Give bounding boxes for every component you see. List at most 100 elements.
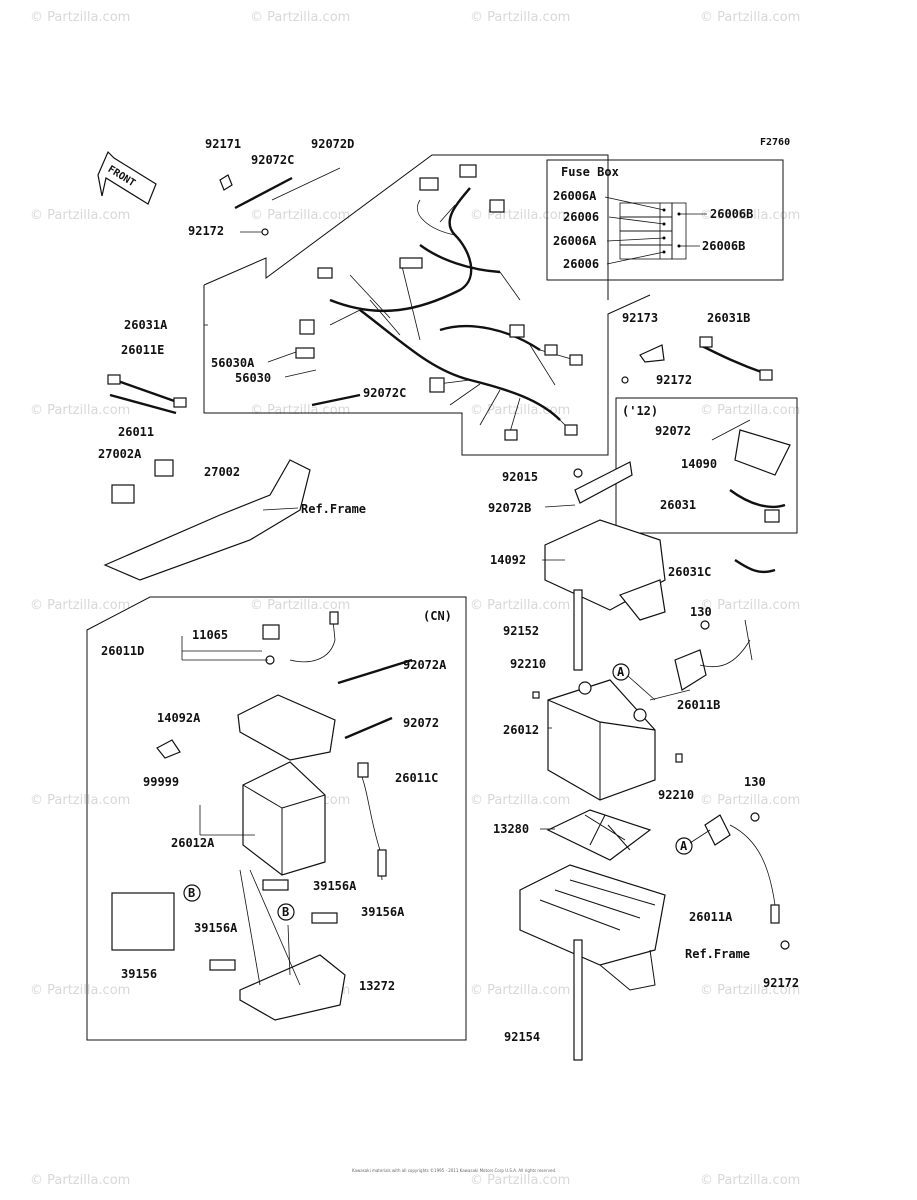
- label-99999: [156, 739, 181, 759]
- fuse-box-title: Fuse Box: [561, 165, 619, 179]
- label-39156: [111, 892, 175, 951]
- clip-92171: [219, 174, 233, 191]
- part-label: 92072: [655, 424, 692, 438]
- part-label: 26012: [503, 723, 540, 737]
- watermark: © Partzilla.com: [30, 208, 131, 223]
- watermark: © Partzilla.com: [470, 10, 571, 25]
- bolt-92152: [573, 589, 583, 671]
- pad-39156A-b: [311, 912, 338, 924]
- watermark: © Partzilla.com: [30, 793, 131, 808]
- sub-harness-26031: [729, 489, 786, 509]
- watermark: © Partzilla.com: [700, 208, 801, 223]
- part-label: 26031A: [124, 318, 168, 332]
- clip-92173: [639, 344, 665, 363]
- ref-circle-B: [183, 884, 201, 902]
- band-92072C-b: [311, 393, 361, 407]
- cover-26011B: [674, 649, 707, 691]
- part-label: 39156A: [194, 921, 238, 935]
- pad-39156A-a: [262, 879, 289, 891]
- fuse-label: 26006: [563, 210, 600, 224]
- ref-letter: A: [617, 665, 625, 679]
- watermark: © Partzilla.com: [700, 598, 801, 613]
- pad-13280: [546, 809, 652, 861]
- part-label: 92210: [510, 657, 547, 671]
- part-label: 92210: [658, 788, 695, 802]
- part-label: Ref.Frame: [685, 947, 751, 961]
- part-label: 26011E: [121, 343, 165, 357]
- main-wiring-harness: [299, 164, 583, 441]
- band-92072C: [234, 176, 293, 210]
- part-label: 130: [744, 775, 766, 789]
- part-label: 92072: [403, 716, 440, 730]
- fuse-block: [604, 196, 707, 265]
- part-label: 26011B: [677, 698, 721, 712]
- part-label: 14092: [490, 553, 527, 567]
- watermark: © Partzilla.com: [700, 403, 801, 418]
- ref-circle-B: [277, 903, 295, 921]
- watermark: © Partzilla.com: [30, 1173, 131, 1188]
- watermark: © Partzilla.com: [30, 10, 131, 25]
- part-label: 92172: [188, 224, 225, 238]
- year-12-box: [615, 397, 798, 534]
- part-label: 27002: [204, 465, 241, 479]
- tray-13272: [239, 954, 346, 1021]
- part-label: 130: [690, 605, 712, 619]
- battery-26012: [547, 679, 656, 801]
- part-label: 26011D: [101, 644, 145, 658]
- part-label: 26011A: [689, 910, 733, 924]
- sub-harness-26031C: [734, 559, 776, 574]
- part-label: 92015: [502, 470, 539, 484]
- frame-section: [103, 459, 311, 581]
- relay-27002A: [111, 484, 135, 504]
- watermark: © Partzilla.com: [470, 1173, 571, 1188]
- ref-letter: B: [188, 886, 196, 900]
- ref-letter: B: [282, 905, 290, 919]
- part-label: 26011C: [395, 771, 439, 785]
- band-92072D: [271, 167, 341, 201]
- watermark: © Partzilla.com: [700, 10, 801, 25]
- bracket-56030A: [295, 347, 315, 359]
- part-label: 92072D: [311, 137, 355, 151]
- bolt-92154: [573, 939, 583, 1061]
- cover-26011A: [704, 814, 731, 846]
- part-11065: [262, 624, 280, 640]
- part-label: 11065: [192, 628, 229, 642]
- part-label: 92154: [504, 1030, 541, 1044]
- band-92072B: [574, 461, 633, 504]
- watermark: © Partzilla.com: [700, 793, 801, 808]
- part-label: 26031B: [707, 311, 751, 325]
- part-label: 92072C: [251, 153, 295, 167]
- watermark: © Partzilla.com: [250, 403, 351, 418]
- part-label: 14092A: [157, 711, 201, 725]
- part-label: 92072A: [403, 658, 447, 672]
- part-label: 99999: [143, 775, 180, 789]
- part-label: 26031: [660, 498, 697, 512]
- ref-circle-A: [675, 837, 693, 855]
- fuse-label: 26006A: [553, 234, 597, 248]
- part-label: 92172: [656, 373, 693, 387]
- part-label: 26031C: [668, 565, 712, 579]
- harness-outline-top: [203, 154, 609, 300]
- part-label: ('12): [622, 404, 659, 418]
- bolt-92172: [261, 228, 269, 236]
- part-label: 26011: [118, 425, 155, 439]
- part-label: Ref.Frame: [301, 502, 367, 516]
- watermark: © Partzilla.com: [250, 598, 351, 613]
- part-label: 39156A: [361, 905, 405, 919]
- watermark: © Partzilla.com: [30, 403, 131, 418]
- part-label: 27002A: [98, 447, 142, 461]
- cn-box: [86, 596, 467, 1041]
- cover-14090: [734, 429, 791, 476]
- watermark: © Partzilla.com: [470, 793, 571, 808]
- watermark: © Partzilla.com: [470, 598, 571, 613]
- fuse-label: 26006: [563, 257, 600, 271]
- watermark: © Partzilla.com: [700, 1173, 801, 1188]
- harness-outline: [203, 285, 651, 456]
- front-arrow-icon: [97, 150, 157, 205]
- nut-92015: [573, 468, 583, 478]
- part-label: 92072C: [363, 386, 407, 400]
- part-label: 92171: [205, 137, 242, 151]
- part-label: 14090: [681, 457, 718, 471]
- watermark: © Partzilla.com: [700, 983, 801, 998]
